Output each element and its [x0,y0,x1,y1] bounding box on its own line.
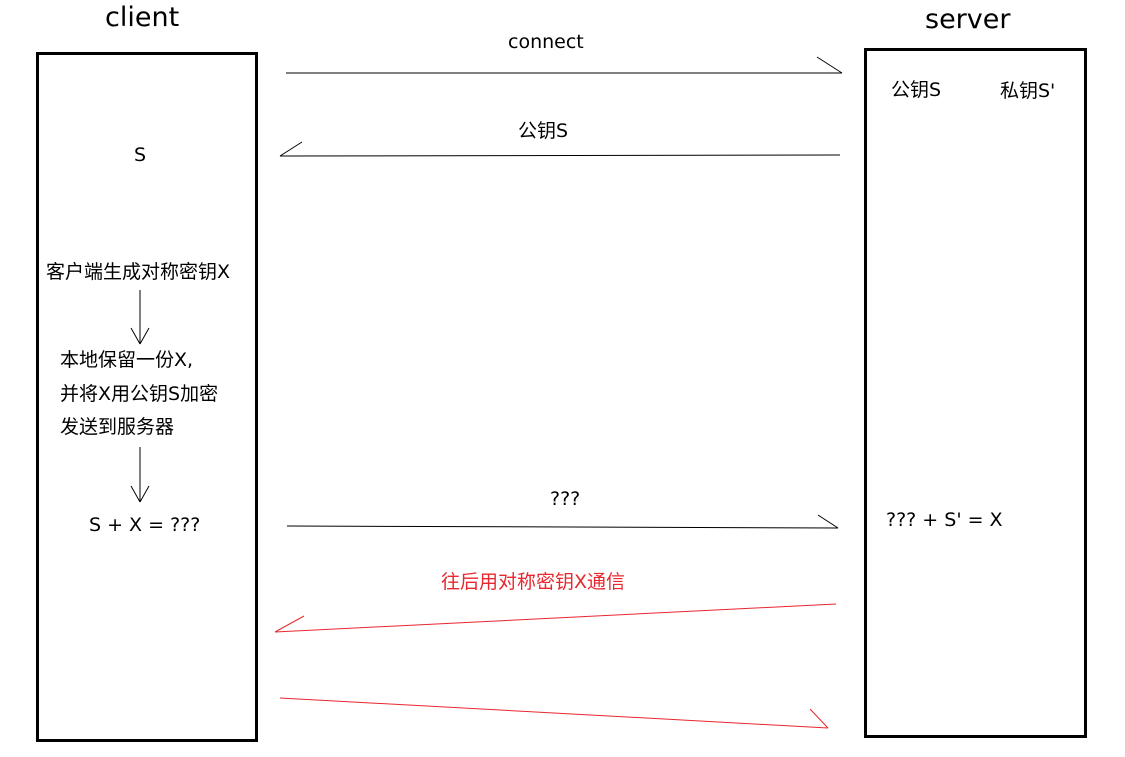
server-title: server [925,4,1011,35]
client-keep-step-line2: 并将X用公钥S加密 [60,383,219,405]
client-keep-step-line3: 发送到服务器 [60,416,175,438]
public-key-arrow [279,141,841,157]
server-box [864,48,1087,738]
client-keep-step-line1: 本地保留一份X, [60,349,194,371]
symmetric-communication-label: 往后用对称密钥X通信 [441,571,626,593]
server-decrypt-formula: ??? + S' = X [886,509,1003,531]
symmetric-arrow-to-server [279,697,829,729]
connect-message-label: connect [508,31,584,53]
client-generate-key-step: 客户端生成对称密钥X [46,261,231,283]
server-private-key-label: 私钥S' [1000,80,1056,102]
client-title: client [105,2,180,33]
client-box [36,52,258,742]
encrypted-key-message-label: ??? [550,488,581,510]
client-encrypt-formula: S + X = ??? [89,514,201,536]
connect-arrow [286,56,843,74]
step-arrow-down-2 [130,447,150,503]
server-public-key-label: 公钥S [891,79,942,101]
step-arrow-down-1 [130,290,150,345]
client-public-key-label: S [134,144,147,166]
encrypted-key-arrow [286,514,839,529]
symmetric-arrow-to-client [274,603,837,633]
public-key-message-label: 公钥S [518,120,569,142]
